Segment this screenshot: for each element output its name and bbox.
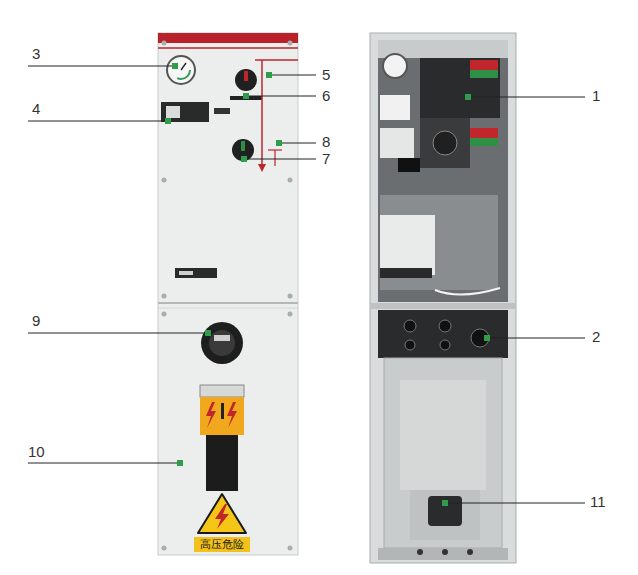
internal-cabinet <box>370 33 516 563</box>
callout-number: 1 <box>592 88 600 105</box>
callout-number: 2 <box>592 329 600 346</box>
warning-text: 高压危险 <box>198 538 246 550</box>
callout-number: 11 <box>590 494 606 511</box>
callout-number: 4 <box>32 101 40 118</box>
front-cabinet <box>158 33 298 555</box>
callout-number: 7 <box>322 151 330 168</box>
callout-number: 10 <box>28 444 45 461</box>
callout-number: 9 <box>32 313 40 330</box>
callout-number: 3 <box>32 46 40 63</box>
callout-number: 5 <box>322 67 330 84</box>
leader-lines <box>28 63 585 506</box>
callout-number: 6 <box>322 88 330 105</box>
callout-number: 8 <box>322 134 330 151</box>
